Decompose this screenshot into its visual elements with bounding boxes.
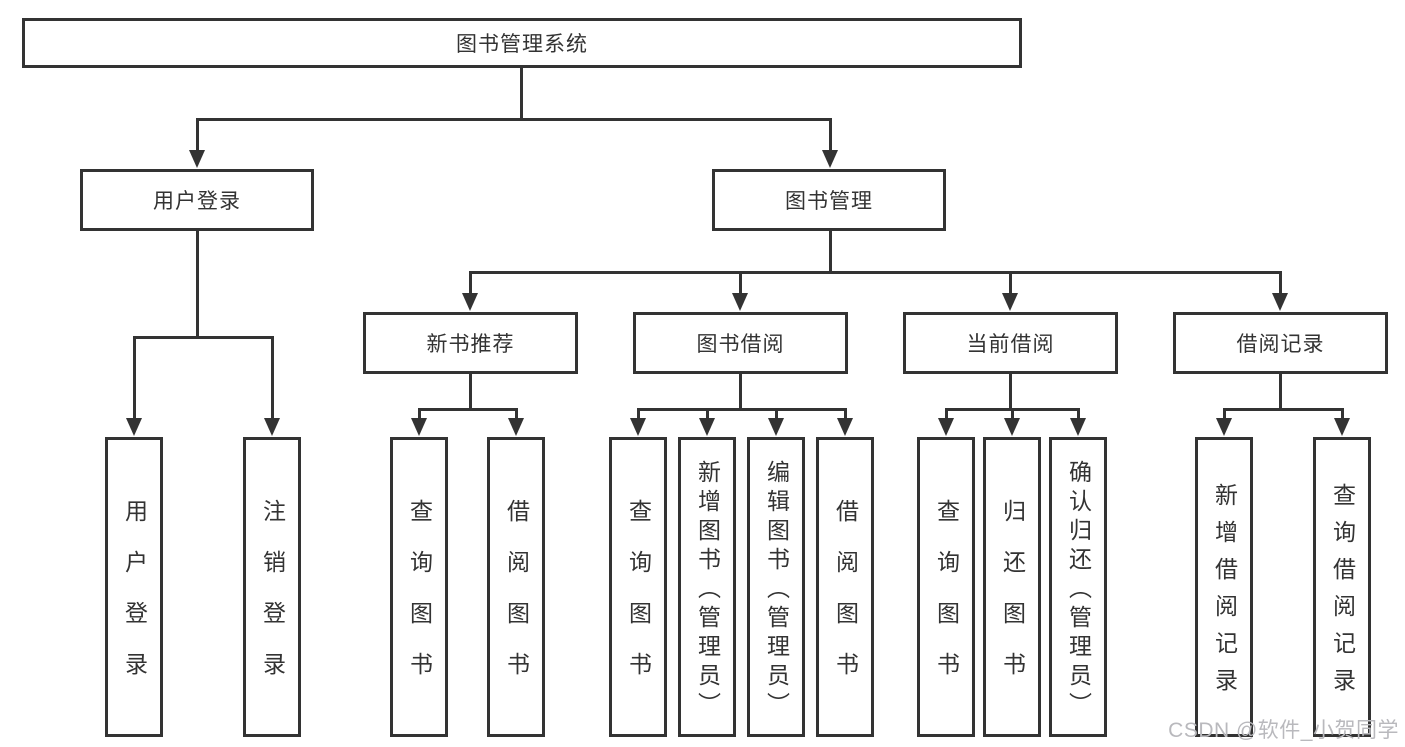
connector-line [469, 374, 472, 408]
arrow-down-icon [126, 418, 142, 436]
node-label: 用户登录 [121, 499, 148, 703]
node-current-borrow: 当前借阅 [903, 312, 1118, 374]
node-query-borrow-record: 查询借阅记录 [1313, 437, 1371, 737]
node-borrow-records: 借阅记录 [1173, 312, 1388, 374]
connector-line [739, 374, 742, 408]
arrow-down-icon [462, 293, 478, 311]
connector-line [1223, 408, 1226, 420]
node-label: 查询图书 [933, 499, 960, 703]
connector-line [775, 408, 778, 420]
arrow-down-icon [189, 150, 205, 168]
arrow-down-icon [1272, 293, 1288, 311]
node-label: 借阅图书 [832, 499, 859, 703]
connector-line [706, 408, 709, 420]
node-label: 编辑图书（管理员） [763, 459, 790, 721]
connector-line [515, 408, 518, 420]
connector-line [1279, 374, 1282, 408]
node-label: 新书推荐 [426, 333, 515, 356]
arrow-down-icon [732, 293, 748, 311]
connector-line [520, 68, 523, 118]
node-query-books-borrow: 查询图书 [609, 437, 667, 737]
arrow-down-icon [1002, 293, 1018, 311]
arrow-down-icon [1004, 418, 1020, 436]
connector-line [469, 271, 1282, 274]
node-label: 查询图书 [406, 499, 433, 703]
node-borrow-books-borrow: 借阅图书 [816, 437, 874, 737]
node-label: 归还图书 [999, 499, 1026, 703]
node-label: 确认归还（管理员） [1065, 459, 1092, 721]
connector-line [637, 408, 847, 411]
watermark: CSDN @软件_小贺同学 [1168, 719, 1399, 742]
node-logout: 注销登录 [243, 437, 301, 737]
node-label: 查询图书 [625, 499, 652, 703]
node-label: 图书管理系统 [456, 33, 588, 56]
node-label: 当前借阅 [966, 333, 1055, 356]
arrow-down-icon [1334, 418, 1350, 436]
connector-line [1279, 271, 1282, 294]
node-book-borrow: 图书借阅 [633, 312, 848, 374]
arrow-down-icon [837, 418, 853, 436]
node-query-books-current: 查询图书 [917, 437, 975, 737]
arrow-down-icon [508, 418, 524, 436]
node-add-borrow-record: 新增借阅记录 [1195, 437, 1253, 737]
arrow-down-icon [768, 418, 784, 436]
connector-line [1223, 408, 1344, 411]
connector-line [1077, 408, 1080, 420]
connector-line [196, 118, 832, 121]
node-label: 用户登录 [153, 190, 241, 213]
node-user-login: 用户登录 [80, 169, 314, 231]
connector-line [196, 118, 199, 152]
arrow-down-icon [1070, 418, 1086, 436]
connector-line [469, 271, 472, 294]
arrow-down-icon [264, 418, 280, 436]
connector-line [637, 408, 640, 420]
node-root-system: 图书管理系统 [22, 18, 1022, 68]
connector-line [945, 408, 948, 420]
connector-line [844, 408, 847, 420]
connector-line [739, 271, 742, 294]
connector-line [1009, 271, 1012, 294]
connector-line [1009, 374, 1012, 408]
node-confirm-return-admin: 确认归还（管理员） [1049, 437, 1107, 737]
node-label: 借阅记录 [1236, 333, 1325, 356]
connector-line [829, 118, 832, 152]
node-label: 新增图书（管理员） [694, 459, 721, 721]
connector-line [133, 336, 274, 339]
arrow-down-icon [938, 418, 954, 436]
connector-line [1011, 408, 1014, 420]
node-new-book-recommend: 新书推荐 [363, 312, 578, 374]
arrow-down-icon [1216, 418, 1232, 436]
node-add-books-admin: 新增图书（管理员） [678, 437, 736, 737]
connector-line [133, 336, 136, 420]
node-label: 图书管理 [785, 190, 873, 213]
connector-line [418, 408, 518, 411]
connector-line [829, 231, 832, 271]
node-book-management: 图书管理 [712, 169, 946, 231]
node-user-login-leaf: 用户登录 [105, 437, 163, 737]
connector-line [418, 408, 421, 420]
node-borrow-books-newrec: 借阅图书 [487, 437, 545, 737]
connector-line [196, 231, 199, 336]
connector-line [271, 336, 274, 420]
connector-line [1341, 408, 1344, 420]
node-edit-books-admin: 编辑图书（管理员） [747, 437, 805, 737]
node-label: 查询借阅记录 [1329, 483, 1356, 705]
arrow-down-icon [411, 418, 427, 436]
node-query-books-newrec: 查询图书 [390, 437, 448, 737]
arrow-down-icon [699, 418, 715, 436]
arrow-down-icon [630, 418, 646, 436]
node-label: 图书借阅 [696, 333, 785, 356]
node-label: 注销登录 [259, 499, 286, 703]
node-label: 借阅图书 [503, 499, 530, 703]
node-return-books: 归还图书 [983, 437, 1041, 737]
node-label: 新增借阅记录 [1211, 483, 1238, 705]
arrow-down-icon [822, 150, 838, 168]
